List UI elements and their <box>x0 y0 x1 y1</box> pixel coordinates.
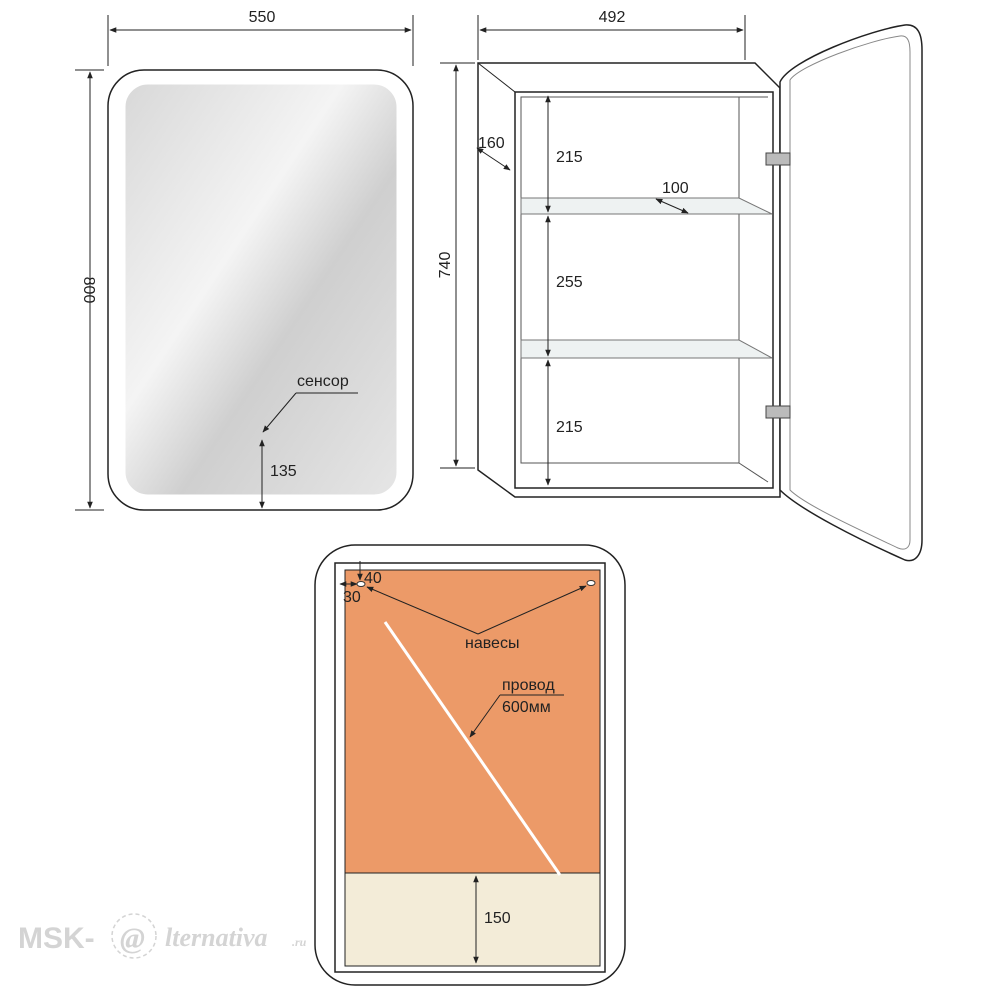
watermark-left: MSK- <box>18 922 95 955</box>
cabinet-door <box>779 24 923 562</box>
shelf <box>520 197 773 215</box>
sensor-label: сенсор <box>297 373 349 390</box>
front-view: 550 800 сенсор 135 <box>75 9 414 511</box>
watermark-suffix: .ru <box>292 935 307 949</box>
open-cabinet-view: 492 740 160 215 255 215 100 <box>437 9 923 562</box>
width-label: 550 <box>249 9 276 26</box>
mount-panel <box>344 569 601 874</box>
bottom-panel <box>344 872 601 967</box>
wire <box>383 621 562 876</box>
shelf <box>520 339 773 359</box>
hinges-label: навесы <box>465 635 519 652</box>
watermark-logo: MSK- @ lternativa .ru <box>18 913 307 959</box>
top-offset-label: 40 <box>364 570 382 587</box>
hinge-hole <box>586 580 596 586</box>
wire-length-label: 600мм <box>502 699 551 716</box>
watermark-at: @ <box>120 922 145 955</box>
back-view: 40 30 навесы провод 600мм 150 <box>314 544 626 986</box>
watermark-right: lternativa <box>165 923 268 952</box>
depth-label: 160 <box>478 135 505 152</box>
shelf-depth-label: 100 <box>662 180 689 197</box>
sensor-height-label: 135 <box>270 463 297 480</box>
wire-label: провод <box>502 677 555 694</box>
sensor-arrow <box>262 392 297 433</box>
side-offset-label: 30 <box>343 589 361 606</box>
compartment-label: 255 <box>556 274 583 291</box>
mirror-glass <box>122 81 400 498</box>
hinge <box>765 152 791 166</box>
compartment-label: 215 <box>556 149 583 166</box>
width-label: 492 <box>599 9 626 26</box>
height-label: 740 <box>437 252 454 279</box>
hinge <box>765 405 791 419</box>
height-label: 800 <box>80 277 97 304</box>
compartment-label: 215 <box>556 419 583 436</box>
bottom-label: 150 <box>484 910 511 927</box>
